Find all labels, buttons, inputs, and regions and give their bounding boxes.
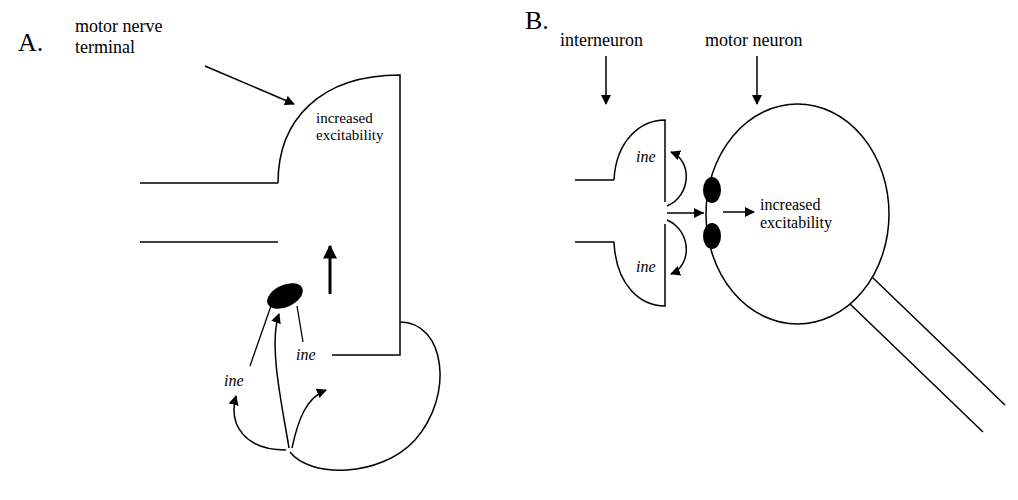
curved-arrow [275,314,289,448]
panel-letter: A. [18,28,43,58]
arrow-head [694,208,704,218]
motor-neuron-body: increased excitability [705,103,890,325]
panel-letter: B. [525,6,549,36]
axon-line [140,183,278,242]
axon-line [575,180,614,242]
transmitter-label: ine [296,346,316,364]
node-text: increased excitability [316,110,396,145]
cell-outline [290,322,440,470]
node-outline [614,118,666,308]
axon-line [850,277,1005,432]
node-text: increased excitability [760,196,852,233]
structure-label: interneuron [560,30,643,51]
transmitter-label: ine [224,372,244,390]
connector-arrow [667,208,704,218]
cell-outline [706,104,889,324]
receptor-oval [703,223,721,249]
structure-label: motor nerve terminal [75,16,193,57]
curved-arrow [667,152,686,206]
node-outline [705,103,890,325]
interneuron-terminal: ine ine [614,118,666,308]
curved-arrow [292,390,326,448]
node-text: ine [636,258,664,276]
excitability-arrow [329,246,332,294]
leader-arrow [605,56,607,104]
nerve-terminal: increased excitability [272,72,404,358]
curved-arrow [667,220,686,274]
curved-arrow [234,396,286,450]
tether-line [250,303,303,366]
cell-outline [278,75,400,355]
structure-label: motor neuron [705,30,802,51]
leader-arrow [756,56,758,104]
excitability-arrow [723,211,754,213]
leader-arrow [205,66,294,104]
receptor-oval [703,177,721,203]
node-text: ine [636,148,664,166]
cell-outline [614,120,665,306]
